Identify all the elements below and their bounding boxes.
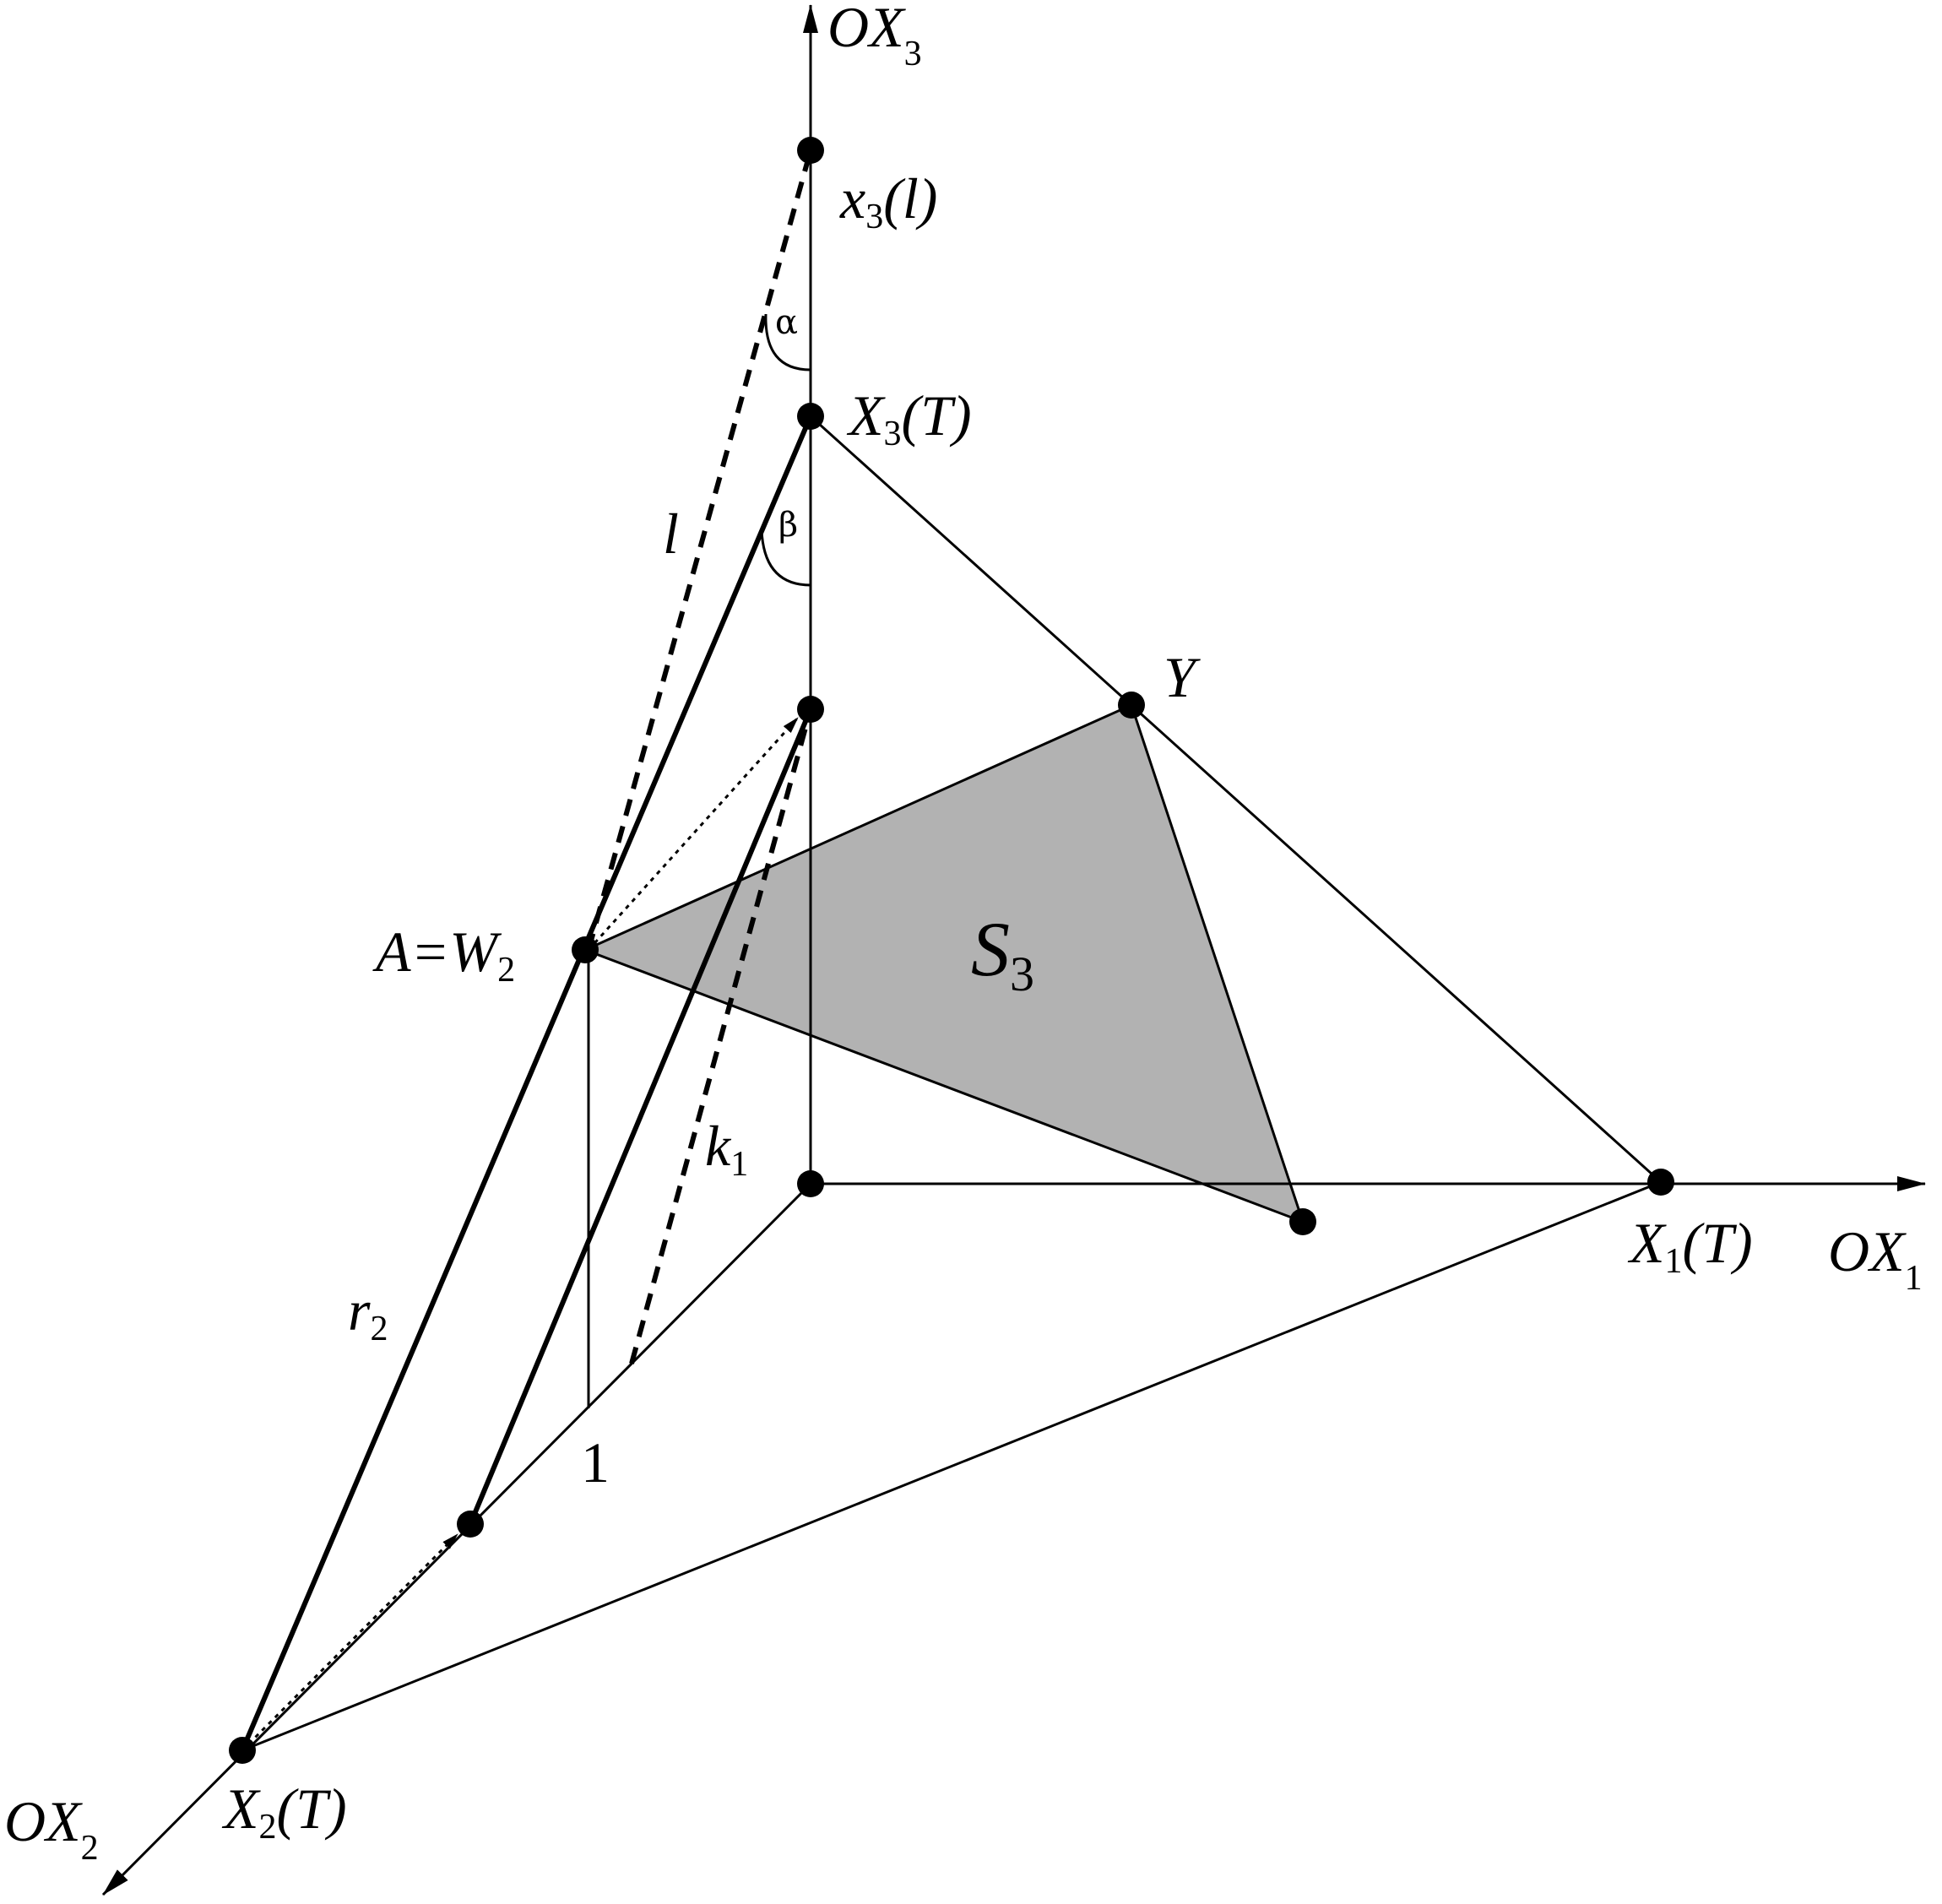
label-x2t: X2(T) [221,1777,347,1847]
label-ox1: OX1 [1828,1219,1923,1298]
axis-ox2 [101,1182,812,1896]
dotted-arrow-a [587,716,800,952]
label-a-w2: A=W2 [372,919,515,990]
point-x3t [797,403,824,430]
label-k1: k1 [705,1114,748,1184]
label-l: l [663,502,679,566]
label-ox3: OX3 [827,0,922,73]
label-ox2: OX2 [4,1789,99,1868]
angle-alpha-arc [764,313,811,372]
label-y: Y [1164,645,1201,709]
point-x1t [1647,1169,1674,1196]
point-x2t [229,1737,256,1764]
edge-x3-x1 [809,415,1663,1184]
point-a-w2 [572,936,599,963]
label-x3t: X3(T) [846,383,972,453]
label-alpha: α [775,303,798,342]
point-axis-mid [797,696,824,723]
line-k1-dashed [629,708,813,1364]
angle-beta-arc [760,529,811,587]
line-r2 [240,415,813,1752]
point-origin [797,1170,824,1197]
label-x1t: X1(T) [1627,1211,1753,1281]
label-r2: r2 [348,1278,388,1348]
label-x3l: x3(l) [839,166,937,236]
dotted-arrow-x2 [241,1532,459,1752]
triangle-s3 [582,702,1305,1224]
line-k1-solid [468,708,813,1526]
line-l-dashed [586,149,813,951]
label-s3: S3 [971,906,1034,1001]
edge-x1-x2 [241,1180,1662,1752]
point-x3l [797,137,824,164]
label-one: 1 [581,1430,610,1494]
point-lower [457,1511,484,1538]
label-beta: β [778,506,798,545]
point-triangle-right [1289,1208,1316,1235]
point-y [1118,692,1145,719]
